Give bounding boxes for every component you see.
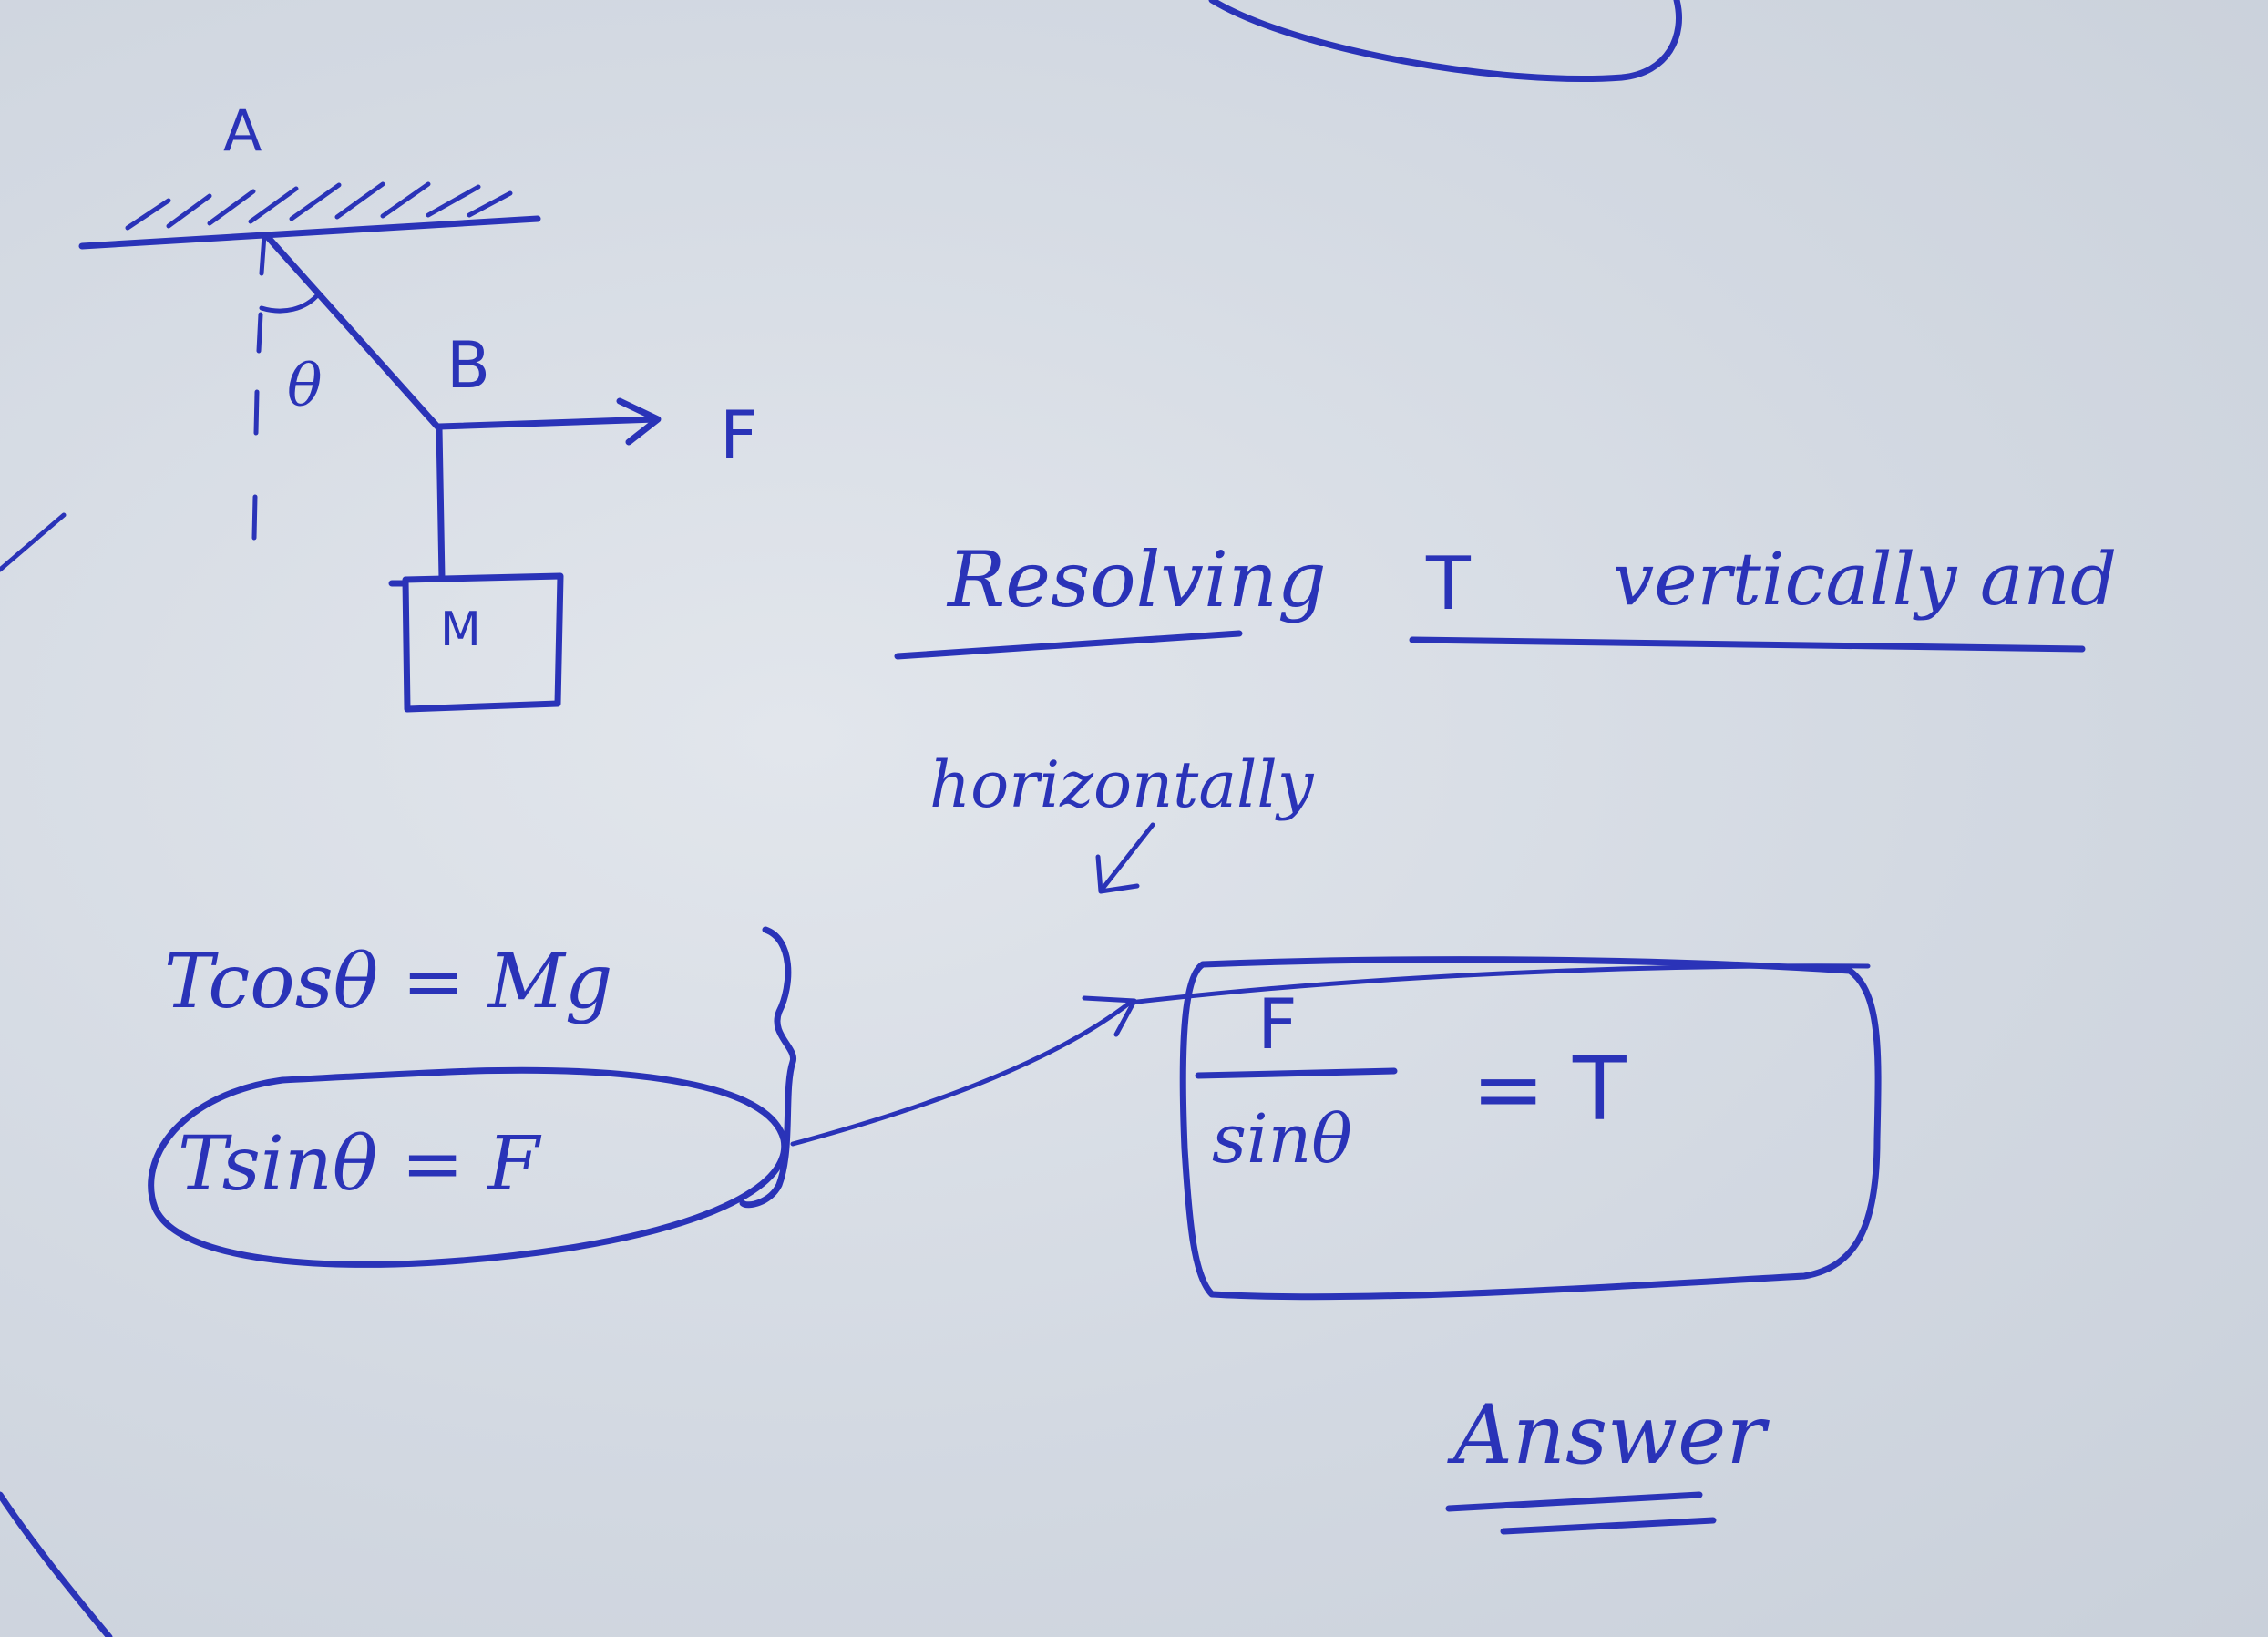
result-box: F sinθ = T bbox=[1127, 956, 1882, 1301]
string-to-mass bbox=[436, 425, 446, 582]
ceiling-line bbox=[78, 215, 541, 250]
underline-t-vertically bbox=[1409, 636, 2086, 653]
equation-vertical: Tcosθ = Mg bbox=[164, 939, 612, 1025]
angle-arc bbox=[259, 291, 322, 314]
heading-resolving: Resolving bbox=[946, 535, 1327, 624]
label-point-a: A bbox=[223, 98, 262, 164]
pointer-arrow-line bbox=[1100, 822, 1155, 891]
equation-horizontal: Tsinθ = F bbox=[178, 1121, 542, 1208]
answer-underline-1 bbox=[1445, 1491, 1703, 1512]
equations-group: Tcosθ = Mg Tsinθ = F bbox=[148, 926, 1137, 1268]
connector-arrow-line bbox=[790, 1000, 1133, 1147]
answer-underline-2 bbox=[1500, 1517, 1717, 1535]
string-ab bbox=[262, 232, 441, 430]
ceiling-hatching bbox=[125, 181, 513, 231]
vertical-reference-dashed bbox=[251, 232, 267, 541]
result-box-border bbox=[1179, 956, 1882, 1301]
label-mass-m: M bbox=[440, 602, 481, 657]
pointer-arrowhead bbox=[1095, 854, 1140, 894]
result-numerator: F bbox=[1257, 983, 1298, 1065]
fraction-bar bbox=[1195, 1067, 1398, 1079]
curly-brace bbox=[739, 926, 796, 1209]
bottom-left-arc bbox=[0, 1491, 113, 1637]
mass-block bbox=[402, 572, 564, 713]
answer-label-group: Answer bbox=[1445, 1387, 1770, 1535]
answer-label: Answer bbox=[1447, 1387, 1770, 1483]
result-box-top-line bbox=[1127, 963, 1871, 1005]
result-denominator: sinθ bbox=[1212, 1100, 1352, 1179]
result-rhs: = T bbox=[1472, 1038, 1627, 1140]
label-angle-theta: θ bbox=[287, 353, 323, 420]
pendulum-diagram: A B θ F M bbox=[78, 98, 757, 713]
resolving-heading: Resolving T vertically and horizontally bbox=[894, 535, 2117, 894]
underline-resolving bbox=[894, 630, 1243, 660]
label-force-f: F bbox=[720, 396, 757, 473]
label-point-b: B bbox=[446, 328, 490, 403]
force-arrow-line bbox=[436, 416, 660, 430]
heading-vertically-and: vertically and bbox=[1613, 537, 2117, 622]
heading-t: T bbox=[1425, 541, 1472, 626]
highlight-ellipse bbox=[148, 1066, 788, 1268]
top-ellipse-stroke bbox=[1208, 0, 1682, 83]
heading-horizontally: horizontally bbox=[929, 747, 1315, 822]
left-edge-stroke bbox=[0, 512, 67, 572]
force-arrowhead bbox=[616, 397, 662, 446]
